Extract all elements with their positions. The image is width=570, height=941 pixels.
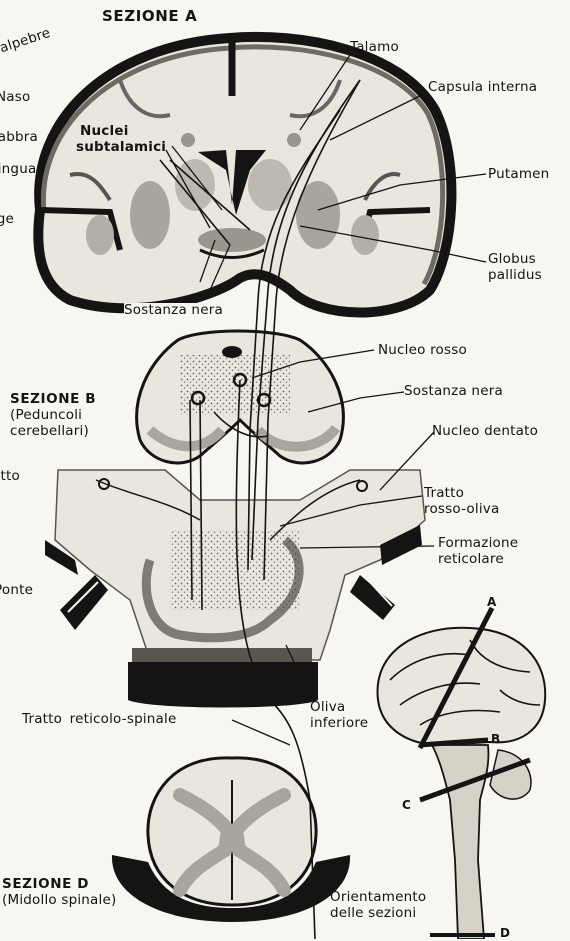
section-a-coronal-slice xyxy=(38,37,451,313)
orientation-letter-b: B xyxy=(491,732,501,747)
label-orientamento: Orientamento xyxy=(330,890,426,905)
label-lingua: Lingua xyxy=(0,162,36,177)
section-b-subtitle-1: (Peduncoli xyxy=(10,408,82,423)
section-d-subtitle: (Midollo spinale) xyxy=(2,893,116,908)
label-nuclei-subtalamici-1: Nuclei xyxy=(80,124,129,139)
label-putamen: Putamen xyxy=(488,167,549,182)
label-tratto-rosso-oliva-2: rosso-oliva xyxy=(424,502,499,517)
label-sostanza-nera-a: Sostanza nera xyxy=(124,303,223,318)
label-formazione: Formazione xyxy=(438,536,518,551)
label-tratto-rosso-oliva-1: Tratto xyxy=(424,486,464,501)
label-tratto-reticolo-spinale: Tratto reticolo-spinale xyxy=(22,712,176,727)
label-labbra: Labbra xyxy=(0,130,38,145)
section-c-medulla-slice xyxy=(45,470,425,708)
section-b-title: SEZIONE B xyxy=(10,392,96,407)
label-pallidus: pallidus xyxy=(488,268,542,283)
label-delle-sezioni: delle sezioni xyxy=(330,906,416,921)
label-laringe: inge xyxy=(0,212,14,227)
label-ponte: Ponte xyxy=(0,583,33,598)
label-talamo: Talamo xyxy=(350,40,399,55)
label-nucleo-rosso: Nucleo rosso xyxy=(378,343,467,358)
label-inferiore: inferiore xyxy=(310,716,368,731)
label-oliva: Oliva xyxy=(310,700,345,715)
section-a-title: SEZIONE A xyxy=(102,9,197,24)
label-capsula-interna: Capsula interna xyxy=(428,80,537,95)
orientation-letter-c: C xyxy=(402,798,411,813)
label-tratto-left: atto xyxy=(0,469,20,484)
section-d-title: SEZIONE D xyxy=(2,877,89,892)
label-naso: Naso xyxy=(0,90,30,105)
orientation-letter-a: A xyxy=(487,595,497,610)
section-d-spinal-cord-slice xyxy=(112,758,350,922)
label-sostanza-nera-b: Sostanza nera xyxy=(404,384,503,399)
label-nucleo-dentato: Nucleo dentato xyxy=(432,424,538,439)
label-reticolare: reticolare xyxy=(438,552,504,567)
section-b-subtitle-2: cerebellari) xyxy=(10,424,89,439)
label-globus: Globus xyxy=(488,252,536,267)
label-nuclei-subtalamici-2: subtalamici xyxy=(76,140,166,155)
